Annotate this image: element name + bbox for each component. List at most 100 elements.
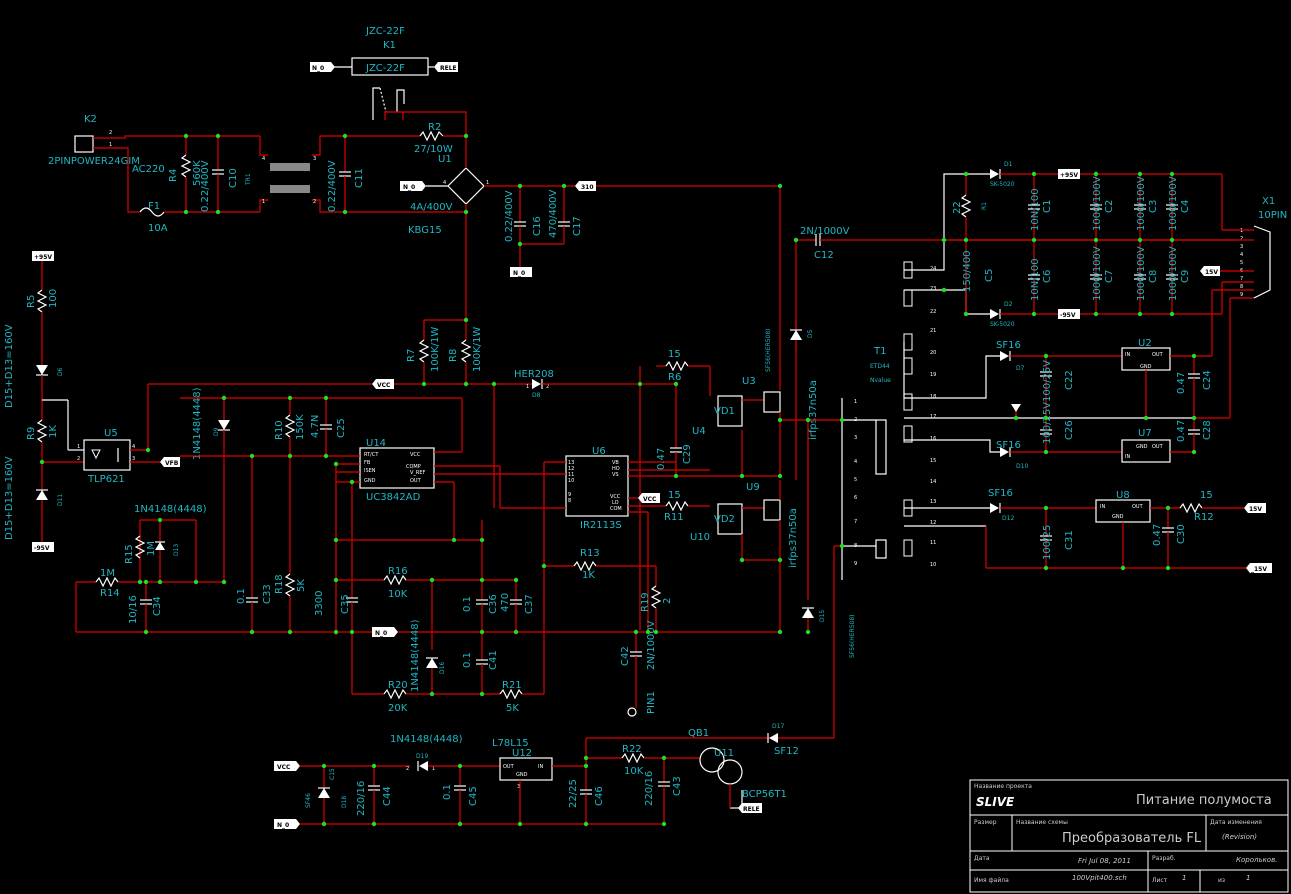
svg-text:15V: 15V bbox=[1249, 506, 1262, 513]
c22-val: 100/25V bbox=[1042, 360, 1053, 402]
junction-dot bbox=[739, 473, 745, 479]
svg-text:19: 19 bbox=[930, 372, 936, 378]
svg-text:OUT: OUT bbox=[503, 764, 515, 770]
svg-text:23: 23 bbox=[930, 286, 936, 292]
junction-dot bbox=[333, 577, 339, 583]
svg-text:COM: COM bbox=[610, 506, 622, 512]
junction-dot bbox=[249, 453, 255, 459]
svg-text:OUT: OUT bbox=[1152, 352, 1164, 358]
r10-ref: R10 bbox=[274, 420, 285, 440]
u9-label: U9 bbox=[746, 482, 760, 493]
pin1-label: PIN1 bbox=[646, 691, 657, 714]
svg-text:1: 1 bbox=[854, 399, 857, 405]
net-tag-vfb: VFB bbox=[160, 457, 180, 467]
c6-val: 10N/100 bbox=[1030, 258, 1041, 301]
tb-scheme: Преобразователь FL bbox=[1062, 831, 1202, 846]
conn-k2-ref: K2 bbox=[84, 114, 97, 125]
svg-text:20: 20 bbox=[930, 350, 936, 356]
svg-text:1: 1 bbox=[77, 444, 80, 450]
svg-text:1: 1 bbox=[262, 199, 265, 205]
c35-ref: C35 bbox=[340, 594, 351, 614]
r2-ref: R2 bbox=[428, 122, 441, 133]
svg-text:VCC: VCC bbox=[277, 764, 291, 771]
c6-ref: C6 bbox=[1042, 270, 1053, 283]
d10-name: SF16 bbox=[996, 440, 1021, 451]
junction-dot bbox=[249, 629, 255, 635]
svg-text:8: 8 bbox=[568, 498, 571, 504]
r15-val: 1M bbox=[146, 541, 157, 556]
junction-dot bbox=[1043, 449, 1049, 455]
junction-dot bbox=[513, 577, 519, 583]
c33-ref: C33 bbox=[262, 584, 273, 604]
junction-dot bbox=[1137, 237, 1143, 243]
svg-text:OUT: OUT bbox=[1152, 444, 1164, 450]
junction-dot bbox=[1043, 505, 1049, 511]
c24-val: 0.47 bbox=[1176, 372, 1187, 394]
junction-dot bbox=[583, 755, 589, 761]
her208-label: HER208 bbox=[514, 369, 554, 380]
svg-text:12: 12 bbox=[568, 466, 574, 472]
svg-text:_15V: _15V bbox=[1251, 566, 1267, 573]
junction-dot bbox=[637, 381, 643, 387]
r19-val: 2 bbox=[662, 598, 673, 604]
relay-ref-label: K1 bbox=[383, 40, 396, 51]
r20-val: 20K bbox=[388, 703, 408, 714]
c17-val: 470/400V bbox=[548, 189, 559, 238]
junction-dot bbox=[323, 395, 329, 401]
net-tag-m95-out: -95V bbox=[1058, 309, 1080, 319]
junction-dot bbox=[463, 381, 469, 387]
net-tag-vcc-startup: VCC bbox=[372, 379, 394, 389]
svg-text:2: 2 bbox=[77, 456, 80, 462]
junction-dot bbox=[1093, 311, 1099, 317]
c41-ref: C41 bbox=[488, 650, 499, 670]
junction-dot bbox=[371, 821, 377, 827]
c10-ref: C10 bbox=[228, 168, 239, 188]
junction-dot bbox=[941, 287, 947, 293]
net-tag-310: 310 bbox=[575, 181, 596, 191]
junction-dot bbox=[517, 241, 523, 247]
d19-ref: D19 bbox=[416, 753, 428, 760]
d9-ref: D9 bbox=[213, 427, 220, 436]
tb-project-label: Название проекта bbox=[974, 783, 1032, 790]
c2-ref: C2 bbox=[1104, 200, 1115, 213]
u14-name: UC3842AD bbox=[366, 492, 421, 503]
vd2-label: VD2 bbox=[714, 514, 735, 525]
svg-text:3: 3 bbox=[854, 435, 857, 441]
d5-ref: D5 bbox=[807, 329, 814, 338]
d7-name: SF16 bbox=[996, 340, 1021, 351]
junction-dot bbox=[1043, 565, 1049, 571]
u14-ref: U14 bbox=[366, 438, 386, 449]
r19-ref: R19 bbox=[640, 592, 651, 612]
junction-dot bbox=[963, 237, 969, 243]
r4-ref: R4 bbox=[168, 169, 179, 182]
c37-ref: C37 bbox=[524, 594, 535, 614]
c24-ref: C24 bbox=[1202, 370, 1213, 390]
net-tag-n0-bottom: N_0 bbox=[274, 819, 300, 829]
junction-dot bbox=[653, 629, 659, 635]
r7-val: 100K/1W bbox=[430, 327, 441, 372]
net-tag-n0-mid: N_0 bbox=[372, 627, 398, 637]
c5-ref: C5 bbox=[984, 269, 995, 282]
r14-ref: R14 bbox=[100, 588, 120, 599]
input-section: 21 K2 2PINPOWER24GIM AC220 F1 10A R4 560… bbox=[48, 111, 1238, 480]
pwm-controller: 1N4148(4448) D9 R10 150K 4.7N C25 U14 UC… bbox=[75, 387, 780, 714]
svg-text:COMP: COMP bbox=[406, 464, 421, 470]
svg-text:17: 17 bbox=[930, 414, 936, 420]
output-95v: D1 SK-5020 +95V D2 SK-5020 -95V 22 R1 15… bbox=[904, 161, 1238, 328]
net-tag-rele-bottom: RELE bbox=[738, 803, 762, 813]
svg-text:16: 16 bbox=[930, 436, 936, 442]
junction-dot bbox=[429, 577, 435, 583]
r12-val: 15 bbox=[1200, 490, 1213, 501]
svg-text:6: 6 bbox=[854, 495, 857, 501]
junction-dot bbox=[333, 629, 339, 635]
junction-dot bbox=[1165, 505, 1171, 511]
net-tag-m15-u8: _15V bbox=[1246, 563, 1272, 573]
junction-dot bbox=[333, 537, 339, 543]
net-tag-n0-c16: N_0 bbox=[510, 267, 532, 277]
c3-val: 1000/100V bbox=[1136, 176, 1147, 231]
svg-text:N_0: N_0 bbox=[403, 184, 415, 191]
relay-model-label: JZC-22F bbox=[365, 26, 405, 37]
junction-dot bbox=[793, 237, 799, 243]
